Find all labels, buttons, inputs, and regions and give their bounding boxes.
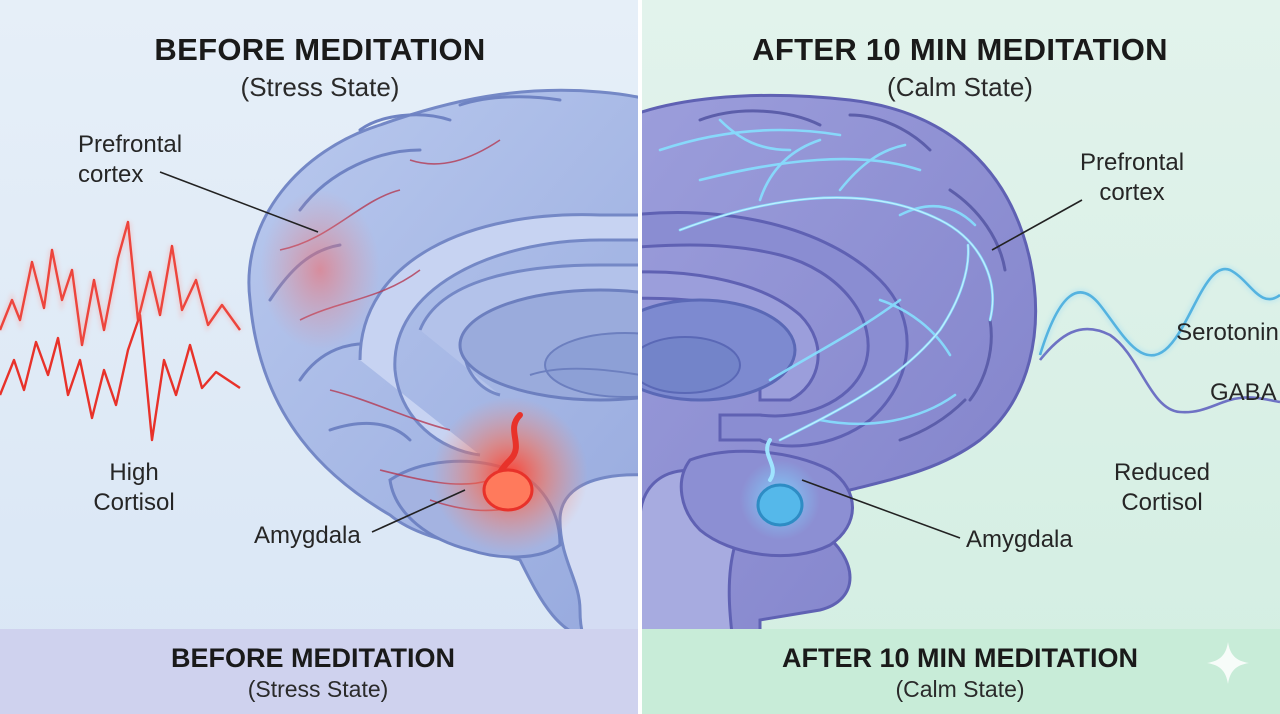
prefrontal-label-right: Prefrontal cortex (1080, 148, 1184, 208)
left-brain (247, 88, 638, 662)
amygdala-label-right: Amygdala (966, 526, 1073, 553)
gaba-label: GABA (1210, 379, 1277, 406)
cortisol-label-right-line2: Cortisol (1121, 489, 1203, 516)
right-brain (642, 93, 1038, 662)
amygdala-right (756, 483, 804, 527)
cortisol-label-right: Reduced Cortisol (1114, 458, 1210, 518)
calm-wave-gaba (1038, 327, 1280, 414)
cortisol-label-left-line1: High (109, 459, 159, 486)
prefrontal-label-right-line2: cortex (1099, 179, 1165, 206)
right-subtitle: (Calm State) (887, 72, 1033, 102)
prefrontal-label-left: Prefrontal cortex (78, 130, 182, 190)
amygdala-leader-left (371, 489, 466, 533)
prefrontal-label-left-line1: Prefrontal (78, 131, 183, 158)
right-footer-subtitle: (Calm State) (895, 676, 1025, 702)
left-footer-subtitle: (Stress State) (247, 676, 389, 702)
cortisol-label-left-line2: Cortisol (93, 489, 175, 516)
cortisol-label-left: High Cortisol (93, 458, 174, 518)
amygdala-label-left: Amygdala (254, 522, 361, 549)
prefrontal-label-right-line1: Prefrontal (1079, 149, 1185, 176)
serotonin-label: Serotonin (1176, 319, 1279, 346)
left-title: BEFORE MEDITATION (154, 32, 486, 67)
panel-divider (638, 0, 642, 714)
right-footer-title: AFTER 10 MIN MEDITATION (782, 643, 1138, 673)
amygdala-leader-right (801, 479, 961, 539)
right-title: AFTER 10 MIN MEDITATION (752, 32, 1168, 67)
stress-wave-2 (0, 313, 241, 442)
sparkle-icon (1207, 642, 1249, 684)
right-footer-band (642, 629, 1280, 714)
prefrontal-leader-left (159, 171, 319, 233)
left-subtitle: (Stress State) (240, 72, 400, 102)
cortisol-label-right-line1: Reduced (1113, 459, 1211, 486)
prefrontal-label-left-line2: cortex (78, 161, 144, 188)
amygdala-left (482, 468, 534, 512)
left-footer-band (0, 629, 638, 714)
left-footer-title: BEFORE MEDITATION (171, 643, 455, 673)
prefrontal-leader-right (991, 199, 1083, 251)
